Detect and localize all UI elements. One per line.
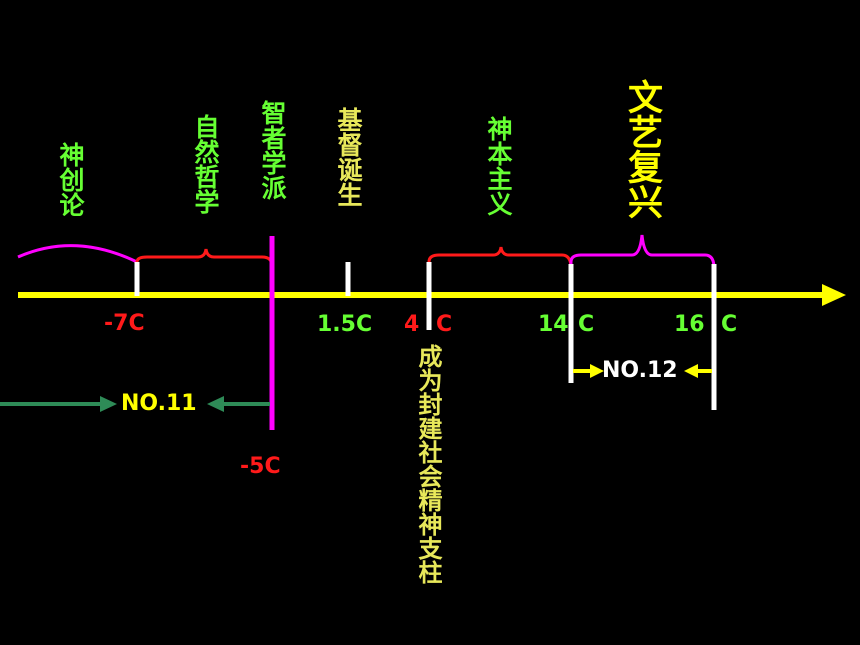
tick-label-14: 14	[538, 312, 569, 337]
label-ziran-zhexue: 自然哲学	[191, 114, 220, 214]
tick-label-14-c: C	[578, 312, 595, 337]
tick-label-minus5: -5C	[240, 454, 281, 479]
label-shen-chuang-lun: 神创论	[56, 142, 85, 217]
range-label-no11: NO.11	[121, 391, 197, 416]
tick-label-16-c: C	[721, 312, 738, 337]
no12-left-arrowhead	[590, 364, 604, 378]
tick-label-16: 16	[674, 312, 705, 337]
no11-right-arrowhead	[207, 396, 224, 412]
shenben-zhuyi-brace	[427, 246, 573, 268]
label-shenben-zhuyi: 神本主义	[484, 116, 513, 216]
tick-label-4: 4	[404, 312, 420, 337]
label-fengjian-zhizhu: 成为封建社会精神支柱	[414, 344, 442, 584]
tick-label-minus7: -7C	[104, 311, 145, 336]
tick-label-4-c: C	[436, 312, 453, 337]
no12-right-arrowhead	[684, 364, 698, 378]
no11-left-arrowhead	[100, 396, 117, 412]
shen-chuang-lun-arc	[17, 244, 138, 264]
wenyi-fuxing-brace	[569, 234, 716, 269]
axis-arrowhead	[822, 284, 846, 306]
label-zhizhe-xuepai: 智者学派	[258, 100, 287, 200]
tick-label-1-5c: 1.5C	[317, 312, 373, 337]
range-label-no12: NO.12	[602, 358, 678, 383]
label-wenyi-fuxing: 文艺复兴	[622, 79, 662, 219]
ziran-zhexue-brace	[135, 248, 274, 268]
label-jidu-dansheng: 基督诞生	[334, 107, 363, 207]
